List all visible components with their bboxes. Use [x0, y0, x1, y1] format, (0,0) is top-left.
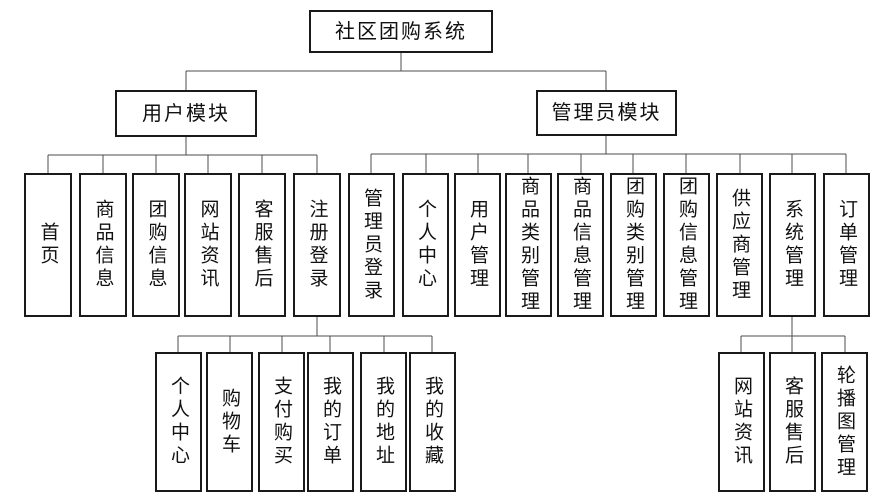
node-home: 首页 — [24, 173, 72, 317]
node-groupbuy-info: 团购信息 — [132, 173, 180, 317]
node-register-login: 注册登录 — [293, 173, 341, 317]
system-management-connector — [740, 317, 846, 352]
node-groupbuy-category-management: 团购类别管理 — [610, 173, 657, 317]
user-module-connector — [47, 137, 318, 173]
admin-module-connector — [370, 136, 847, 173]
node-root: 社区团购系统 — [309, 10, 493, 53]
node-payment-purchase: 支付购买 — [258, 352, 305, 492]
node-site-news: 网站资讯 — [184, 173, 232, 317]
node-my-favorites: 我的收藏 — [409, 352, 456, 492]
node-personal-center: 个人中心 — [402, 173, 449, 317]
node-customer-service: 客服售后 — [238, 173, 286, 317]
node-admin-login: 管理员登录 — [348, 173, 395, 317]
node-product-info: 商品信息 — [79, 173, 127, 317]
node-my-orders: 我的订单 — [307, 352, 354, 492]
node-my-address: 我的地址 — [360, 352, 407, 492]
node-groupbuy-info-management: 团购信息管理 — [663, 173, 710, 317]
node-site-news-admin: 网站资讯 — [718, 352, 765, 492]
register-login-connector — [177, 317, 433, 352]
root-connector — [185, 53, 607, 90]
node-order-management: 订单管理 — [823, 173, 870, 317]
node-admin-module: 管理员模块 — [536, 90, 677, 136]
node-product-category-management: 商品类别管理 — [505, 173, 552, 317]
node-customer-service-admin: 客服售后 — [769, 352, 816, 492]
node-carousel-management: 轮播图管理 — [821, 352, 868, 492]
node-user-module: 用户模块 — [115, 90, 257, 137]
node-supplier-management: 供应商管理 — [716, 173, 763, 317]
node-shopping-cart: 购物车 — [206, 352, 253, 492]
node-my-personal-center: 个人中心 — [155, 352, 202, 492]
node-product-info-management: 商品信息管理 — [557, 173, 604, 317]
node-user-management: 用户管理 — [454, 173, 501, 317]
node-system-management: 系统管理 — [769, 173, 816, 317]
